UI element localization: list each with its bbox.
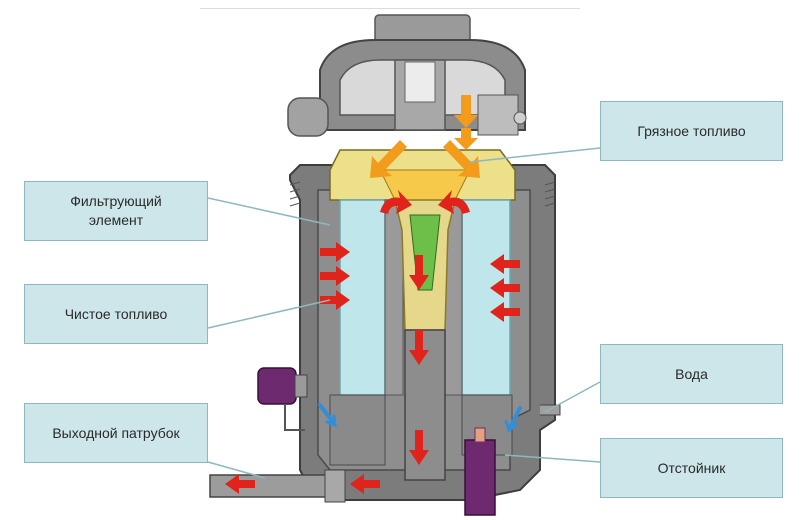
label-clean-fuel-text: Чистое топливо bbox=[65, 305, 168, 324]
label-settler: Отстойник bbox=[600, 438, 783, 498]
label-dirty-fuel: Грязное топливо bbox=[600, 101, 783, 161]
top-cap bbox=[288, 15, 526, 136]
label-filter-element-line1: Фильтрующий bbox=[70, 192, 162, 211]
label-filter-element: Фильтрующий элемент bbox=[24, 181, 208, 241]
label-filter-element-line2: элемент bbox=[89, 211, 143, 230]
label-water-text: Вода bbox=[675, 365, 708, 384]
label-clean-fuel: Чистое топливо bbox=[24, 284, 208, 344]
orange-arrow-icon bbox=[454, 128, 478, 150]
label-water: Вода bbox=[600, 344, 783, 404]
label-outlet-pipe-text: Выходной патрубок bbox=[52, 424, 179, 443]
label-dirty-fuel-text: Грязное топливо bbox=[637, 122, 745, 141]
label-settler-text: Отстойник bbox=[658, 459, 726, 478]
label-outlet-pipe: Выходной патрубок bbox=[24, 403, 208, 463]
